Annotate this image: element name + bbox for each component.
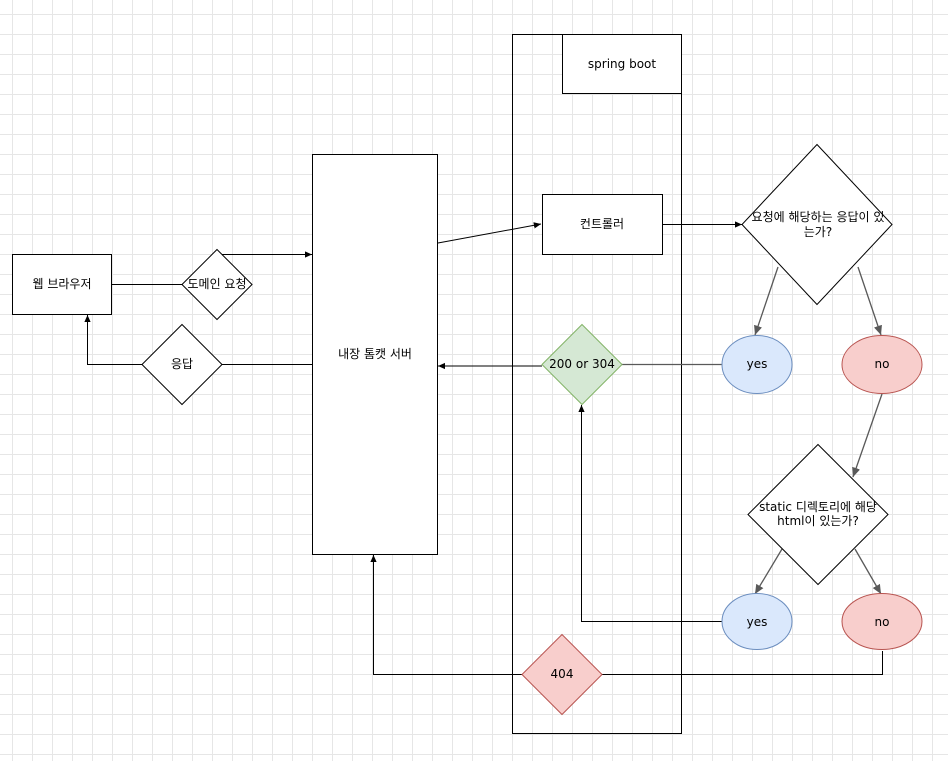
edge-decision1-to-yes bbox=[754, 266, 779, 336]
has-response-label-line1: 요청에 해당하는 응답이 있 bbox=[752, 210, 885, 224]
has-response-label-line2: 는가? bbox=[804, 225, 832, 239]
edge-decision1-to-no bbox=[857, 266, 882, 336]
not-found-label: 404 bbox=[551, 667, 574, 681]
static-check-label-line2: html이 있는가? bbox=[777, 514, 859, 528]
controller-node bbox=[542, 194, 663, 255]
yes-label-1: yes bbox=[747, 357, 768, 371]
static-check-decision bbox=[747, 443, 889, 586]
edge-no2-to-404 bbox=[602, 651, 883, 675]
edge-response-to-browser bbox=[84, 315, 142, 365]
domain-request-label: 도메인 요청 bbox=[187, 277, 246, 291]
web-browser-label: 웹 브라우저 bbox=[32, 277, 91, 291]
response-label: 응답 bbox=[171, 357, 193, 371]
no-label-1: no bbox=[875, 357, 890, 371]
yes-node-2 bbox=[721, 593, 793, 650]
no-node-1 bbox=[841, 335, 923, 394]
edge-tomcat-to-controller bbox=[437, 222, 542, 244]
edge-decision2-to-yes bbox=[754, 548, 783, 595]
has-response-decision bbox=[741, 143, 893, 306]
status-ok-label: 200 or 304 bbox=[549, 357, 615, 371]
status-ok-node bbox=[541, 323, 623, 406]
edge-404-to-tomcat bbox=[370, 555, 522, 675]
embedded-tomcat-node bbox=[312, 154, 438, 555]
spring-boot-label: spring boot bbox=[588, 57, 656, 71]
response-node bbox=[141, 323, 223, 406]
static-check-label-line1: static 디렉토리에 해당 bbox=[759, 500, 877, 514]
not-found-node bbox=[521, 633, 603, 716]
embedded-tomcat-label: 내장 톰캣 서버 bbox=[338, 347, 412, 361]
controller-label: 컨트롤러 bbox=[580, 217, 624, 231]
edge-no1-to-decision2 bbox=[852, 393, 883, 478]
spring-boot-label-box bbox=[562, 34, 682, 94]
yes-node-1 bbox=[721, 335, 793, 394]
edge-decision2-to-no bbox=[854, 548, 882, 595]
web-browser-node bbox=[12, 254, 112, 315]
edge-yes2-to-status bbox=[578, 405, 722, 622]
no-node-2 bbox=[841, 593, 923, 650]
yes-label-2: yes bbox=[747, 615, 768, 629]
no-label-2: no bbox=[875, 615, 890, 629]
domain-request-node bbox=[181, 248, 253, 321]
